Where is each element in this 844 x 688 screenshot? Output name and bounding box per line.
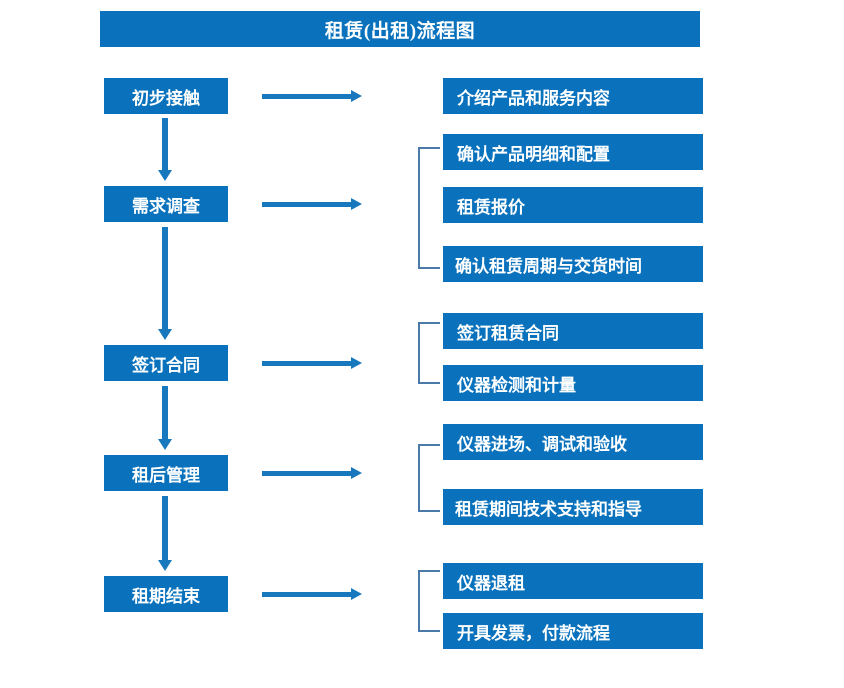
group-bracket-icon-sign-contract: [418, 322, 440, 384]
detail-node-introduce-products[interactable]: 介绍产品和服务内容: [443, 78, 703, 114]
detail-node-sign-rental-contract[interactable]: 签订租赁合同: [443, 313, 703, 349]
page-title: 租赁(出租)流程图: [100, 11, 700, 47]
detail-node-invoice-payment[interactable]: 开具发票，付款流程: [443, 613, 703, 649]
stage-node-post-rental-management[interactable]: 租后管理: [104, 455, 228, 491]
stage-node-demand-survey[interactable]: 需求调查: [104, 186, 228, 222]
group-bracket-icon-post-rental: [418, 444, 440, 512]
detail-node-technical-support[interactable]: 租赁期间技术支持和指导: [443, 489, 703, 525]
arrow-right-icon: [262, 198, 362, 210]
detail-node-confirm-product-details[interactable]: 确认产品明细和配置: [443, 134, 703, 170]
stage-node-sign-contract[interactable]: 签订合同: [104, 345, 228, 381]
detail-node-instrument-return[interactable]: 仪器退租: [443, 563, 703, 599]
group-bracket-icon-demand-survey: [418, 147, 440, 269]
arrow-right-icon: [262, 90, 362, 102]
detail-node-confirm-rental-period[interactable]: 确认租赁周期与交货时间: [443, 246, 703, 282]
arrow-down-icon: [158, 496, 172, 571]
detail-node-instrument-inspection[interactable]: 仪器检测和计量: [443, 365, 703, 401]
arrow-right-icon: [262, 467, 362, 479]
detail-node-rental-quotation[interactable]: 租赁报价: [443, 187, 703, 223]
arrow-down-icon: [158, 118, 172, 181]
arrow-down-icon: [158, 386, 172, 450]
detail-node-instrument-entry-commissioning[interactable]: 仪器进场、调试和验收: [443, 424, 703, 460]
group-bracket-icon-rental-end: [418, 570, 440, 632]
arrow-right-icon: [262, 357, 362, 369]
arrow-down-icon: [158, 227, 172, 340]
arrow-right-icon: [262, 588, 362, 600]
stage-node-rental-end[interactable]: 租期结束: [104, 576, 228, 612]
stage-node-initial-contact[interactable]: 初步接触: [104, 78, 228, 114]
